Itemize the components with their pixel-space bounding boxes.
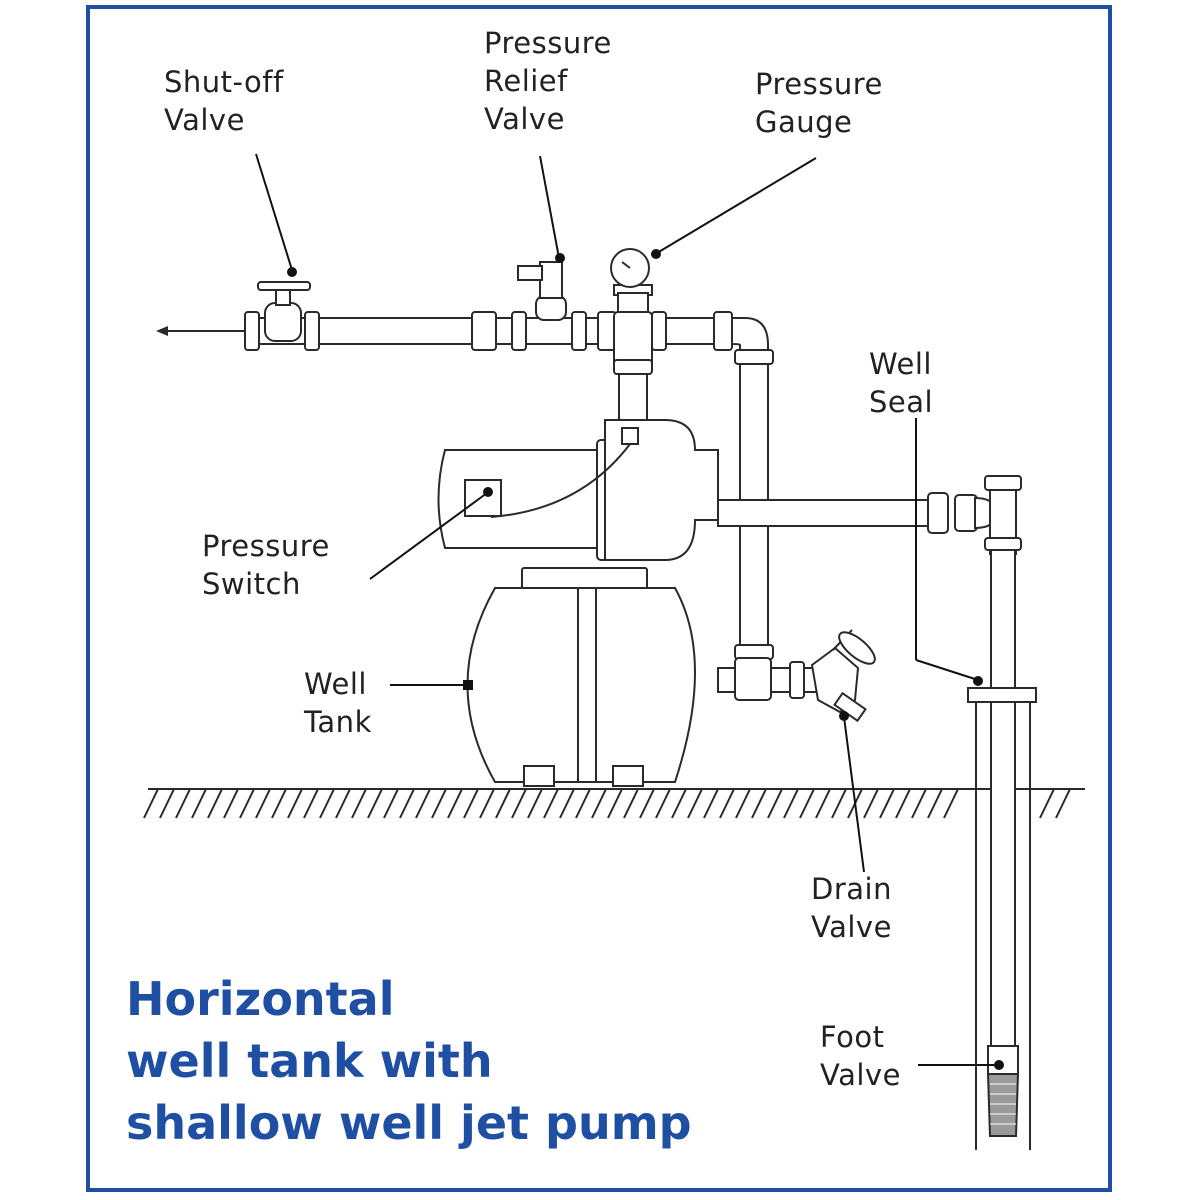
ground-hatch-mark	[639, 788, 655, 819]
ground-hatch-mark	[671, 788, 687, 819]
ground-hatch-mark	[511, 788, 527, 819]
label-pressure-gauge: Pressure Gauge	[755, 67, 883, 139]
ground-hatch-mark	[415, 788, 431, 819]
ground-hatch-mark	[895, 788, 911, 819]
ground-hatch-mark	[143, 788, 159, 819]
pump-housing	[490, 419, 719, 561]
label-well-tank: Well Tank	[304, 667, 372, 739]
ground-hatch-mark	[159, 788, 175, 819]
ground-hatch-mark	[1055, 788, 1071, 819]
ground-hatch-mark	[879, 788, 895, 819]
well-casing	[967, 687, 1037, 1150]
ground-hatch-mark	[543, 788, 559, 819]
pressure-gauge	[610, 248, 653, 373]
label-foot-valve: Foot Valve	[820, 1020, 901, 1092]
ground-hatch-mark	[831, 788, 847, 819]
ground-hatch-mark	[623, 788, 639, 819]
ground-hatch-mark	[463, 788, 479, 819]
ground-hatch-mark	[863, 788, 879, 819]
pump-outlet-pipe	[613, 359, 653, 421]
ground-hatch-mark	[527, 788, 543, 819]
label-shutoff-valve: Shut-off Valve	[164, 65, 284, 137]
ground-hatch-mark	[703, 788, 719, 819]
ground-hatch-mark	[927, 788, 943, 819]
main-pipe	[244, 311, 733, 351]
ground-hatch-mark	[319, 788, 335, 819]
ground-hatch-mark	[447, 788, 463, 819]
outlet-arrow	[156, 326, 245, 336]
suction-pipe	[717, 492, 998, 534]
drain-pipe	[717, 657, 819, 701]
ground-hatch-mark	[383, 788, 399, 819]
ground-hatch-mark	[655, 788, 671, 819]
ground-hatch-mark	[911, 788, 927, 819]
ground-hatch-mark	[687, 788, 703, 819]
ground-hatch-mark	[495, 788, 511, 819]
ground-hatch-mark	[591, 788, 607, 819]
ground-hatch-mark	[367, 788, 383, 819]
well-tank	[466, 567, 696, 787]
ground-hatch-mark	[207, 788, 223, 819]
ground-hatch-mark	[271, 788, 287, 819]
ground-hatch-mark	[399, 788, 415, 819]
ground-hatch-mark	[575, 788, 591, 819]
label-drain-valve: Drain Valve	[811, 872, 892, 944]
pressure-relief-valve	[517, 261, 567, 321]
shutoff-valve	[257, 281, 311, 342]
ground-hatch-mark	[783, 788, 799, 819]
ground-line	[143, 788, 1085, 819]
diagram-title: Horizontal well tank with shallow well j…	[126, 972, 692, 1150]
ground-hatch-mark	[287, 788, 303, 819]
ground-hatch-mark	[799, 788, 815, 819]
ground-hatch-mark	[239, 788, 255, 819]
ground-hatch-mark	[191, 788, 207, 819]
ground-hatch-mark	[351, 788, 367, 819]
ground-hatch-mark	[559, 788, 575, 819]
drain-valve	[810, 629, 876, 723]
ground-hatch-mark	[335, 788, 351, 819]
ground-hatch-mark	[175, 788, 191, 819]
ground-hatch-mark	[815, 788, 831, 819]
ground-hatch-mark	[223, 788, 239, 819]
label-well-seal: Well Seal	[869, 347, 934, 419]
ground-hatch-mark	[1039, 788, 1055, 819]
well-pipe	[984, 475, 1022, 691]
ground-hatch-mark	[479, 788, 495, 819]
discharge-elbow	[731, 317, 774, 671]
ground-hatch-mark	[303, 788, 319, 819]
ground-hatch-mark	[735, 788, 751, 819]
ground-hatch-mark	[255, 788, 271, 819]
ground-hatch-mark	[719, 788, 735, 819]
ground-hatch-mark	[431, 788, 447, 819]
ground-hatch-mark	[607, 788, 623, 819]
ground-hatch-mark	[943, 788, 959, 819]
ground-hatch-mark	[767, 788, 783, 819]
pump-motor	[437, 439, 616, 561]
ground-hatch-mark	[751, 788, 767, 819]
label-pressure-switch: Pressure Switch	[202, 529, 330, 601]
foot-valve	[986, 1045, 1020, 1137]
leader-lines	[255, 153, 1004, 1070]
label-pressure-relief-valve: Pressure Relief Valve	[484, 26, 612, 136]
